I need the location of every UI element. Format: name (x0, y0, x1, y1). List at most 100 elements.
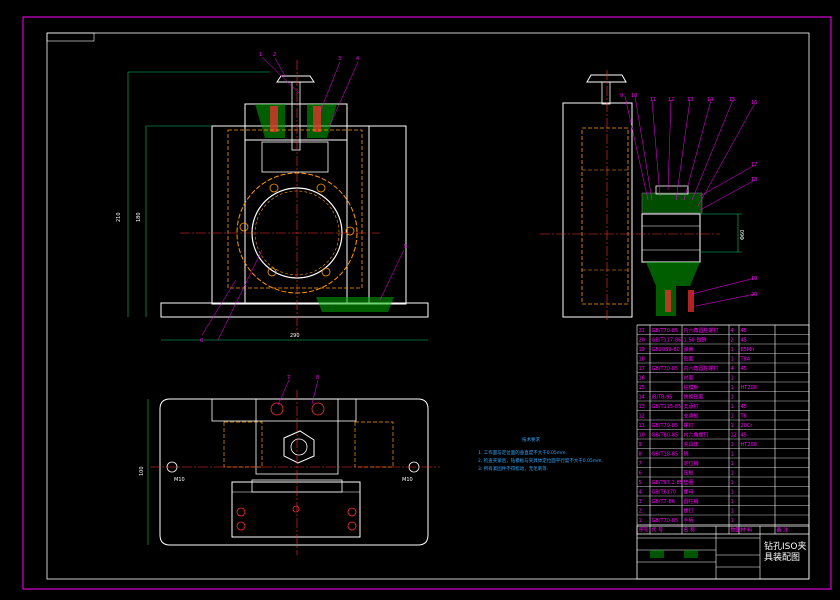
bom-cell: 12 (639, 414, 645, 420)
bom-cell: 销 (684, 451, 689, 458)
bom-cell: 1 (731, 385, 734, 391)
front-bolt-hole-4 (345, 226, 355, 236)
bom-cell: 20 (639, 338, 645, 344)
bom-cell: GB/T7-86 (652, 499, 675, 505)
front-balloon-2: 2 (273, 52, 276, 58)
front-base (160, 302, 429, 318)
side-balloon-12: 12 (668, 97, 674, 103)
side-leader-2 (634, 95, 653, 201)
technical-notes: 技术要求 1. 工作面与定位面的垂直度不大于0.05mm. 2. 检查夹紧后，钻… (478, 436, 603, 472)
bom-cell: 18 (639, 357, 645, 363)
side-leader-6 (683, 99, 712, 201)
top-hidden-right (354, 421, 394, 468)
top-leader-8 (311, 379, 319, 405)
bom-cell: 11 (639, 423, 645, 429)
note-line-2: 2. 检查夹紧后，钻模板与夹具体定位面平行度不大于0.05mm. (478, 457, 603, 464)
bom-cell: 8 (639, 452, 642, 458)
top-plate-bolt-1 (236, 507, 246, 517)
front-lower-clamp (316, 297, 394, 312)
bom-cell: 1 (731, 357, 734, 363)
bom-cell: 内六角圆柱螺钉 (684, 327, 719, 334)
side-workpiece (641, 213, 701, 263)
side-balloon-15: 15 (729, 97, 735, 103)
bom-cell: 1 (731, 347, 734, 353)
bom-cell: 夹具体 (684, 441, 699, 448)
bom-cell: GB/T18-85 (652, 452, 679, 458)
bom-cell: 螺母 (684, 489, 694, 496)
front-bolt-hole-6 (321, 267, 331, 277)
bom-header-cell: 材 料 (741, 527, 753, 534)
front-body (211, 125, 407, 305)
note-line-3: 3. 所有紧固件不得松动，无毛刺等. (478, 465, 548, 472)
front-bolt-hole-3 (239, 222, 249, 232)
bom-cell: 支承钉 (684, 403, 699, 410)
bom-cell: 13 (639, 404, 645, 410)
bom-cell: 1 (639, 518, 642, 524)
bom-cell: 1 (731, 461, 734, 467)
bom-cell: 4 (731, 366, 734, 372)
front-upright-left (211, 125, 246, 305)
notes-title: 技术要求 (522, 436, 540, 443)
bom-cell: 支承板 (684, 413, 699, 420)
bom-cell: JB/T8-95 (651, 395, 673, 401)
bom-cell: GB/T70-85 (652, 518, 679, 524)
bom-cell: 2 (639, 509, 642, 515)
bom-cell: 45 (741, 366, 747, 372)
bom-cell: 15 (639, 385, 645, 391)
note-line-1: 1. 工作面与定位面的垂直度不大于0.05mm. (478, 449, 567, 456)
bom-cell: 1 (731, 442, 734, 448)
bom-cell: 45 (741, 328, 747, 334)
side-leader-1 (624, 95, 649, 201)
bom-cell: 压板 (684, 470, 694, 477)
side-leader-5 (675, 99, 691, 201)
bom-cell: 圆柱销 (684, 498, 699, 505)
bom-cell: 17 (639, 366, 645, 372)
side-drill-bush (655, 185, 689, 195)
front-leader-3 (319, 61, 341, 113)
bom-cell: 4 (639, 490, 642, 496)
bom-cell: GB/T115-85 (652, 404, 682, 410)
bom-cell: 1 (731, 499, 734, 505)
bom-cell: 4 (731, 328, 734, 334)
side-leader-10 (699, 179, 756, 211)
title-block: 钻孔ISO夹 具装配图 (636, 525, 810, 580)
front-bolt-hole-5 (267, 267, 277, 277)
front-view: 210 180 290 1 2 3 4 5 6 (116, 52, 429, 344)
bom-cell: 5 (639, 480, 642, 486)
title-block-frame (636, 525, 810, 580)
side-support-section (646, 262, 700, 316)
bom-cell: 1 (731, 423, 734, 429)
front-leader-6 (217, 249, 263, 341)
front-dim-height-inner-label: 180 (136, 212, 142, 222)
side-drill-plate (641, 192, 703, 214)
side-leader-4 (667, 99, 672, 191)
bom-cell: T8A (740, 357, 751, 363)
bom-cell: 1 (731, 509, 734, 515)
top-leader-7 (277, 379, 290, 406)
top-hex-bore (290, 438, 308, 456)
bom-cell: 1 (731, 376, 734, 382)
bom-cell: 钻模板 (684, 384, 699, 391)
top-view: 100 M10 M10 7 8 (139, 375, 440, 555)
side-balloon-20: 20 (751, 292, 757, 298)
bom-cell: 7 (639, 461, 642, 467)
front-clamp-block (261, 141, 329, 173)
bom-cell: 19 (639, 347, 645, 353)
top-upright-block (211, 398, 357, 422)
bom-cell: GB/T97.1-85 (652, 480, 683, 486)
top-plate-bolt-3 (347, 507, 357, 517)
side-balloon-13: 13 (687, 97, 693, 103)
bom-cell: 1 (731, 471, 734, 477)
bom-cell: 16 (639, 376, 645, 382)
bom-cell: 12 (731, 433, 737, 439)
bom-cell: 21 (639, 328, 645, 334)
bom-cell: 10 (639, 433, 645, 439)
side-leader-7 (691, 99, 734, 201)
front-balloon-5: 5 (404, 244, 407, 250)
bom-header-cell: 代 号 (652, 527, 664, 534)
bom-cell: T8 (740, 414, 747, 420)
bom-cell: 内六角圆柱螺钉 (684, 365, 719, 372)
bom-cell: 1 (731, 452, 734, 458)
bom-cell: 定位销 (684, 460, 699, 467)
